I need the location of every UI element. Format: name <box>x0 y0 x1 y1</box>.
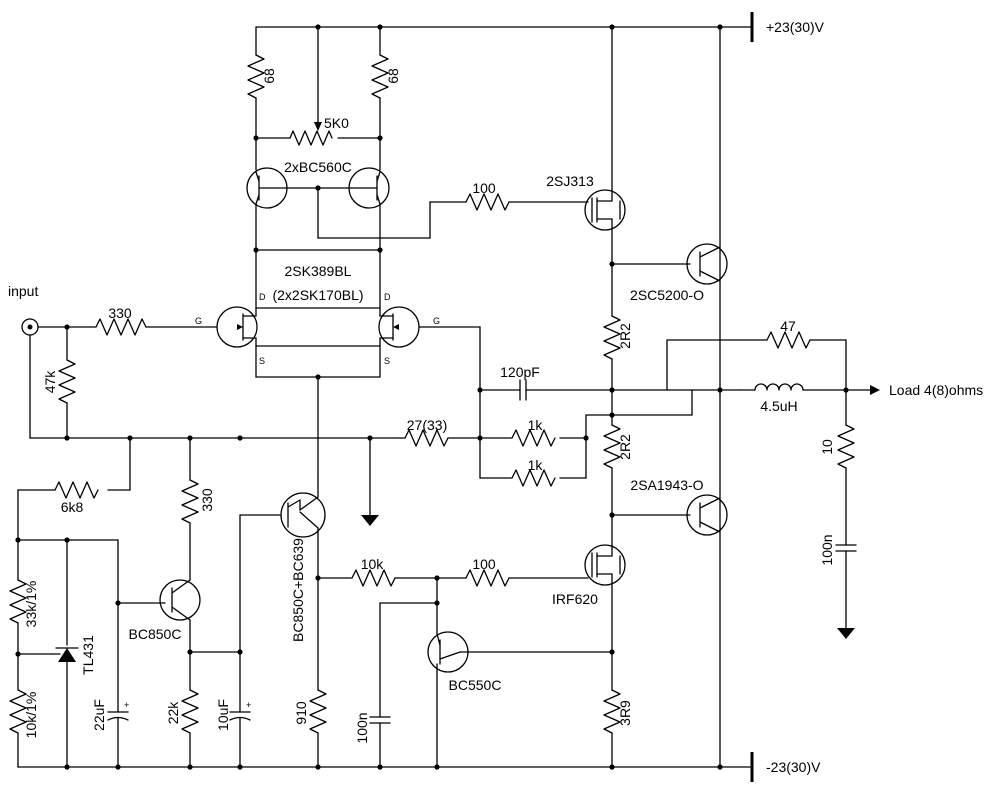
input-resistor <box>95 318 147 336</box>
negative-rail-label: -23(30)V <box>766 759 821 775</box>
tl431-shunt <box>58 648 76 662</box>
trimmer-label: 5K0 <box>324 115 349 131</box>
ref-transistor <box>159 579 201 621</box>
vas-gate-resistor <box>465 193 510 211</box>
pin-g-left: G <box>195 316 202 326</box>
mirror-r-right-label: 68 <box>385 68 401 84</box>
p-mosfet <box>584 189 626 231</box>
jfet-right <box>378 306 420 348</box>
ref-r-top-label: 33k/1% <box>23 581 39 628</box>
n-mosfet <box>584 544 626 586</box>
series-10k-label: 10k <box>361 556 385 572</box>
output-inductor <box>754 383 804 391</box>
ref-transistor-label: BC850C <box>129 626 182 642</box>
npn-label: 2SC5200-O <box>630 287 704 303</box>
mirror-label: 2xBC560C <box>284 159 352 175</box>
fb-r2-label: 1k <box>528 457 544 473</box>
cap1-label: 22uF <box>91 699 107 731</box>
pin-d-left: D <box>259 292 266 302</box>
ccs-r-label: 910 <box>293 701 309 725</box>
emitter-resistor-bottom <box>603 424 621 469</box>
mirror-resistor-right <box>371 54 389 99</box>
mirror-transistor-right <box>345 167 390 209</box>
mirror-transistor-left <box>246 167 291 209</box>
input-shunt-label: 47k <box>42 370 58 394</box>
zobel-r-label: 10 <box>819 439 835 455</box>
fb-47-label: 47 <box>780 318 796 334</box>
ref-r22k-label: 22k <box>165 701 181 725</box>
ref-resistor-6k8 <box>54 481 99 499</box>
n-mosfet-label: IRF620 <box>552 591 598 607</box>
negative-rail: -23(30)V <box>17 752 821 782</box>
limiter-transistor <box>427 631 469 673</box>
ccs-label: BC850C+BC639 <box>290 538 306 642</box>
pnp-label: 2SA1943-O <box>630 477 703 493</box>
feedback-resistor-47 <box>766 331 811 349</box>
trimmer-5k0 <box>289 130 333 146</box>
svg-text:+: + <box>124 700 129 710</box>
ref-r-base-label: 330 <box>199 488 215 512</box>
pin-d-right: D <box>384 292 391 302</box>
pnp-output-transistor <box>686 494 728 536</box>
mirror-r-left-label: 68 <box>261 68 277 84</box>
svg-text:+: + <box>246 700 251 710</box>
npn-output-transistor <box>686 243 728 285</box>
comp-cap-label: 120pF <box>500 364 540 380</box>
series-10k-resistor <box>351 569 396 587</box>
input-shunt-resistor <box>58 359 76 404</box>
limiter-label: BC550C <box>449 677 502 693</box>
positive-rail-label: +23(30)V <box>766 19 825 35</box>
fb-series-label: 27(33) <box>407 417 447 433</box>
pin-s-left: S <box>259 356 265 366</box>
ccs-darlington <box>280 479 326 691</box>
ref-resistor-22k <box>181 689 199 734</box>
jfet-left <box>216 306 258 348</box>
cap2-label: 10uF <box>215 699 231 731</box>
mirror-resistor-left <box>247 54 265 99</box>
ref-resistor-33k <box>9 579 27 624</box>
diff-pair-label: 2SK389BL <box>285 263 352 279</box>
input-label: input <box>8 283 38 299</box>
inductor-label: 4.5uH <box>760 398 797 414</box>
fb-r1-label: 1k <box>528 417 544 433</box>
zobel-ground <box>837 628 855 639</box>
tl431-label: TL431 <box>80 635 96 675</box>
diff-pair-alt-label: (2x2SK170BL) <box>272 287 363 303</box>
emitter-resistor-top <box>603 315 621 360</box>
pin-s-right: S <box>384 356 390 366</box>
sense-r-label: 3R9 <box>617 700 633 726</box>
fb-resistor-1 <box>511 429 556 447</box>
sense-resistor <box>603 689 621 734</box>
n-gate-resistor <box>465 569 510 587</box>
ccs-emitter-resistor <box>309 689 327 734</box>
fb-resistor-2 <box>511 469 556 487</box>
input-r-label: 330 <box>108 305 132 321</box>
pin-g-right: G <box>433 316 440 326</box>
ground-symbol <box>361 515 379 526</box>
positive-rail: +23(30)V <box>255 12 825 42</box>
zobel-c-label: 100n <box>819 534 835 565</box>
fb-series-resistor <box>404 429 449 447</box>
ref-r-bot-label: 10k/1% <box>23 692 39 739</box>
emitter-r-bot-label: 2R2 <box>617 434 633 460</box>
ref-r1-label: 6k8 <box>61 499 84 515</box>
vas-gate-label: 100 <box>472 180 496 196</box>
ref-resistor-10k <box>9 689 27 734</box>
limiter-cap-label: 100n <box>354 712 370 743</box>
zobel-resistor <box>837 424 855 469</box>
load-label: Load 4(8)ohms <box>889 382 983 398</box>
n-gate-label: 100 <box>472 556 496 572</box>
emitter-r-top-label: 2R2 <box>617 323 633 349</box>
ref-base-resistor <box>181 479 199 524</box>
p-mosfet-label: 2SJ313 <box>546 173 594 189</box>
